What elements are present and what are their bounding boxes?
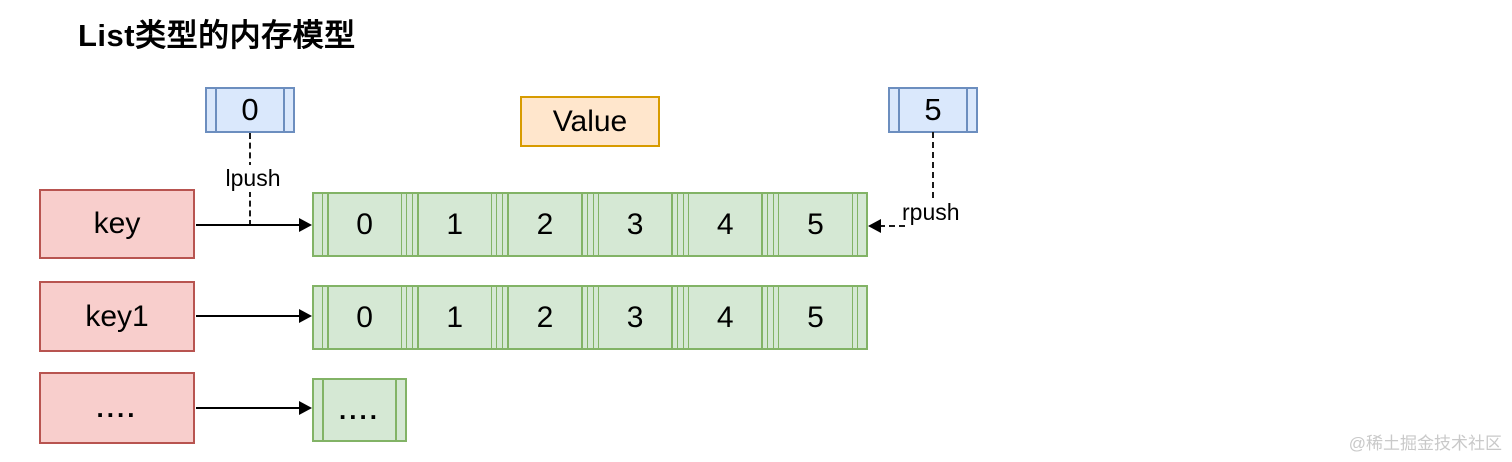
key-label: key <box>93 207 141 240</box>
process-bar-icon <box>507 194 509 255</box>
process-bar-icon <box>777 287 780 348</box>
list-row-key: 0 1 2 3 4 5 <box>312 192 868 257</box>
list-cell: 4 <box>682 287 768 348</box>
list-cell: 0 <box>322 287 408 348</box>
list-cell-value: 0 <box>356 207 373 241</box>
process-bar-icon <box>761 194 763 255</box>
process-bar-icon <box>671 287 673 348</box>
list-cell-value: 1 <box>446 207 464 241</box>
process-bar-icon <box>327 287 329 348</box>
key-arrowhead-icon <box>299 218 312 232</box>
list-cell-value: 0 <box>356 300 373 334</box>
process-bar-icon <box>507 287 509 348</box>
process-bar-icon <box>395 380 397 440</box>
rpush-dashed-arrow-line <box>879 225 905 227</box>
key1-arrow-line <box>196 315 300 317</box>
list-cell-value: 2 <box>536 207 554 241</box>
process-bar-icon <box>400 194 403 255</box>
process-bar-icon <box>327 194 329 255</box>
diagram-title: List类型的内存模型 <box>78 18 356 53</box>
process-bar-icon <box>761 287 763 348</box>
key1-arrowhead-icon <box>299 309 312 323</box>
process-bar-icon <box>490 194 493 255</box>
process-bar-icon <box>417 287 419 348</box>
key-label: .... <box>96 392 138 423</box>
process-bar-icon <box>898 89 900 131</box>
list-box-ellipsis: .... <box>312 378 407 442</box>
lpush-element-value: 0 <box>241 92 259 127</box>
list-cell-value: 4 <box>716 300 734 334</box>
process-bar-icon <box>687 194 690 255</box>
ellipsis-arrow-line <box>196 407 300 409</box>
key-box-key1: key1 <box>39 281 195 352</box>
process-bar-icon <box>417 194 419 255</box>
key-arrow-line <box>196 224 300 226</box>
list-cell-value: 3 <box>626 300 644 334</box>
rpush-arrowhead-icon <box>868 219 881 233</box>
process-bar-icon <box>597 194 600 255</box>
process-bar-icon <box>581 287 583 348</box>
lpush-label: lpush <box>207 165 299 192</box>
list-cell: 4 <box>682 194 768 255</box>
process-bar-icon <box>777 194 780 255</box>
rpush-label: rpush <box>899 199 963 226</box>
process-bar-icon <box>851 194 854 255</box>
watermark: @稀土掘金技术社区 <box>1348 434 1502 453</box>
key-box-key: key <box>39 189 195 259</box>
key-label: key1 <box>85 299 149 333</box>
process-bar-icon <box>851 287 854 348</box>
list-cell-value: .... <box>339 394 380 425</box>
process-bar-icon <box>490 287 493 348</box>
list-cell-value: 3 <box>626 207 644 241</box>
list-cell: 3 <box>592 194 678 255</box>
ellipsis-arrowhead-icon <box>299 401 312 415</box>
process-bar-icon <box>215 89 217 131</box>
list-cell: 5 <box>772 194 859 255</box>
list-cell: 2 <box>502 287 588 348</box>
list-cell: 0 <box>322 194 408 255</box>
process-bar-icon <box>400 287 403 348</box>
list-cell: 3 <box>592 287 678 348</box>
process-bar-icon <box>597 287 600 348</box>
list-row-key1: 0 1 2 3 4 5 <box>312 285 868 350</box>
rpush-element-value: 5 <box>924 92 942 127</box>
process-bar-icon <box>581 194 583 255</box>
list-cell-value: 1 <box>446 300 464 334</box>
value-box: Value <box>520 96 660 147</box>
rpush-element-box: 5 <box>888 87 978 133</box>
process-bar-icon <box>966 89 968 131</box>
list-cell: 5 <box>772 287 859 348</box>
value-box-label: Value <box>552 104 628 138</box>
process-bar-icon <box>283 89 285 131</box>
list-cell: 1 <box>412 194 498 255</box>
list-cell-value: 5 <box>807 207 824 241</box>
process-bar-icon <box>322 380 324 440</box>
process-bar-icon <box>687 287 690 348</box>
list-cell-value: 2 <box>536 300 554 334</box>
key-box-ellipsis: .... <box>39 372 195 444</box>
list-cell: 1 <box>412 287 498 348</box>
list-cell-value: 4 <box>716 207 734 241</box>
process-bar-icon <box>671 194 673 255</box>
list-cell-value: 5 <box>807 300 824 334</box>
rpush-dashed-line <box>932 132 934 198</box>
lpush-element-box: 0 <box>205 87 295 133</box>
list-cell: 2 <box>502 194 588 255</box>
